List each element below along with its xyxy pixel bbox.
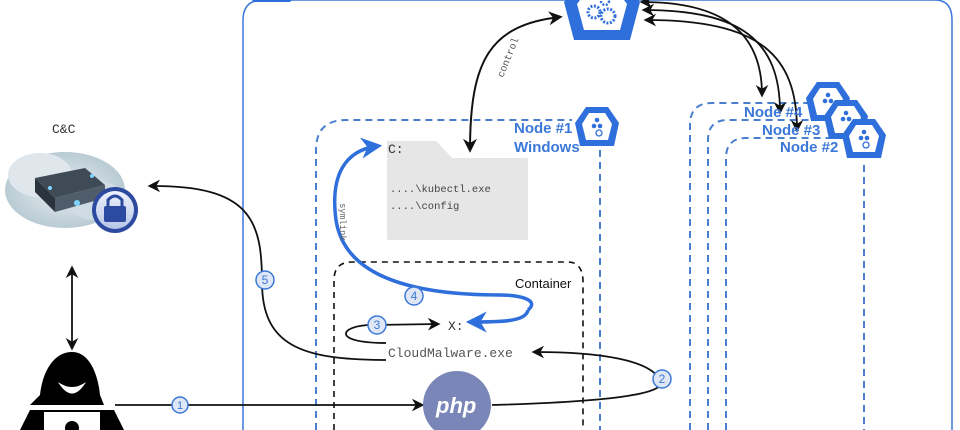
svg-text:5: 5 xyxy=(262,273,269,287)
malware-label: CloudMalware.exe xyxy=(388,346,513,361)
cloud-server-lock-icon[interactable] xyxy=(5,152,138,233)
svg-text:4: 4 xyxy=(411,289,418,303)
symlink-label: symlink xyxy=(337,203,347,241)
node-2-icon[interactable] xyxy=(842,119,886,158)
step-2-arrow xyxy=(491,345,662,406)
host-filesystem-folder[interactable] xyxy=(387,141,528,240)
node-1-subtitle: Windows xyxy=(514,139,580,156)
svg-text:1: 1 xyxy=(177,400,183,412)
svg-text:3: 3 xyxy=(374,318,381,332)
step-4-badge: 4 xyxy=(404,286,424,306)
node-2-title: Node #2 xyxy=(780,139,838,156)
step-1-badge: 1 xyxy=(171,396,189,414)
node-1-boundary xyxy=(315,119,601,430)
kubernetes-control-plane-icon[interactable] xyxy=(564,0,640,40)
mount-arrow xyxy=(465,309,530,333)
control-node-2-arrow xyxy=(643,13,804,133)
node-3-title: Node #3 xyxy=(762,122,820,139)
node-2-boundary xyxy=(725,137,865,430)
cluster-boundary xyxy=(242,0,953,430)
step-2-badge: 2 xyxy=(652,369,672,389)
node-1-title: Node #1 xyxy=(514,120,572,137)
step-3-arrow xyxy=(345,317,441,344)
container-label: Container xyxy=(515,276,572,291)
host-drive-label: C: xyxy=(388,142,404,157)
node-3-boundary xyxy=(707,119,835,430)
svg-text:2: 2 xyxy=(659,372,666,386)
step-5-badge: 5 xyxy=(255,270,275,290)
container-mount-label: X: xyxy=(448,319,464,334)
control-arrow xyxy=(463,11,563,153)
control-label: control xyxy=(496,36,523,79)
php-webapp-icon[interactable] xyxy=(423,371,491,430)
container-boundary xyxy=(333,261,584,430)
host-file-config: ....\config xyxy=(390,201,459,213)
php-label: php xyxy=(435,393,476,418)
cluster-tab xyxy=(252,0,292,2)
cnc-label: C&C xyxy=(52,122,76,137)
symlink-arrow xyxy=(333,137,534,312)
node-4-title: Node #4 xyxy=(744,104,803,121)
node-1-icon[interactable] xyxy=(575,107,619,146)
step-3-badge: 3 xyxy=(367,315,387,335)
host-file-kubectl: ....\kubectl.exe xyxy=(390,184,491,196)
hacker-icon[interactable] xyxy=(20,352,124,430)
